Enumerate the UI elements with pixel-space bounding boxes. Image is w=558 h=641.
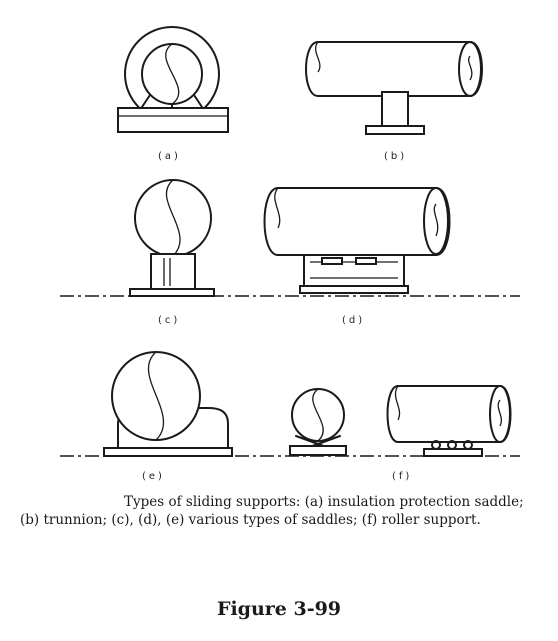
label-e: (e): [142, 471, 165, 482]
support-b-trunnion: [305, 41, 483, 135]
support-f-roller-pipe: [386, 385, 512, 457]
support-f-roller-small: [289, 388, 347, 456]
label-b: (b): [384, 151, 407, 162]
label-a: (a): [158, 151, 181, 162]
label-d: (d): [342, 315, 365, 326]
figure-caption: Types of sliding supports: (a) insulatio…: [20, 494, 524, 528]
figure-title: Figure 3-99: [216, 598, 342, 620]
support-c-saddle: [129, 179, 215, 297]
support-e-saddle: [103, 351, 233, 457]
label-c: (c): [158, 315, 180, 326]
label-f: (f): [392, 471, 412, 482]
support-a-insulation-saddle: [117, 26, 229, 133]
support-d-saddle: [263, 187, 451, 294]
